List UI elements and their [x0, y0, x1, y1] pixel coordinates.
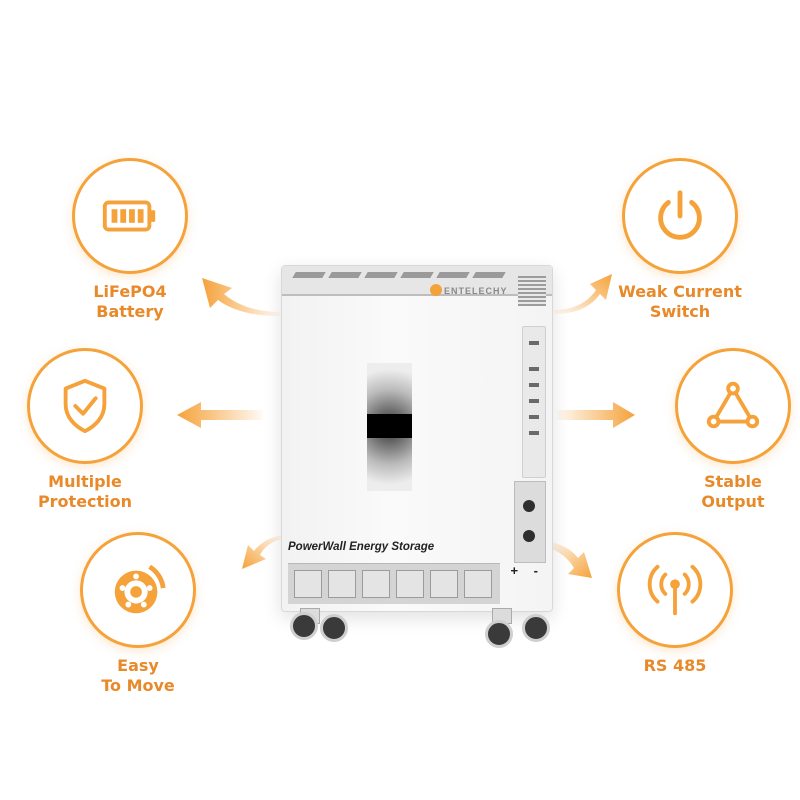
- output-circle: [675, 348, 791, 464]
- feature-rs485: RS 485: [600, 532, 750, 676]
- feature-switch: Weak Current Switch: [605, 158, 755, 322]
- move-circle: [80, 532, 196, 648]
- arrow-rs485-icon: [550, 542, 592, 578]
- power-icon: [658, 190, 702, 240]
- feature-move: Easy To Move: [63, 532, 213, 696]
- caster-wheel: [485, 620, 513, 648]
- rs485-circle: [617, 532, 733, 648]
- info-strip: [288, 563, 500, 604]
- terminal-box: [514, 481, 546, 563]
- model-name: PowerWall Energy Storage: [288, 541, 435, 553]
- display-screen: [367, 414, 412, 438]
- shield-check-icon: [63, 378, 107, 434]
- info-cell: [362, 570, 390, 598]
- indicator: [529, 399, 539, 403]
- arrow-switch-icon: [554, 274, 612, 314]
- info-cell: [328, 570, 356, 598]
- arrow-move-icon: [242, 535, 282, 569]
- terminal-polarity: + -: [510, 563, 544, 578]
- feature-move-label: Easy To Move: [101, 656, 175, 695]
- protection-circle: [27, 348, 143, 464]
- vent-slot: [328, 272, 362, 278]
- side-grille: [518, 276, 546, 306]
- switch-circle: [622, 158, 738, 274]
- terminal-negative: [523, 530, 535, 542]
- caster-wheel: [320, 614, 348, 642]
- wheel-icon: [114, 564, 166, 614]
- feature-rs485-label: RS 485: [643, 656, 707, 675]
- feature-protection: Multiple Protection: [10, 348, 160, 512]
- feature-battery: LiFePO4 Battery: [55, 158, 205, 322]
- vent-slot: [292, 272, 326, 278]
- feature-battery-label: LiFePO4 Battery: [93, 282, 167, 321]
- feature-output: Stable Output: [658, 348, 800, 512]
- indicator: [529, 383, 539, 387]
- antenna-icon: [647, 564, 703, 616]
- info-cell: [294, 570, 322, 598]
- battery-icon: [102, 200, 156, 232]
- vent-slot: [472, 272, 506, 278]
- indicator: [529, 341, 539, 345]
- top-band: [282, 266, 552, 296]
- brand-name: ENTELECHY: [444, 286, 508, 296]
- triangle-icon: [706, 381, 760, 429]
- feature-protection-label: Multiple Protection: [37, 472, 133, 511]
- brand-logo-icon: [430, 284, 442, 296]
- arrow-protection-icon: [177, 402, 263, 428]
- vent-slot: [400, 272, 434, 278]
- info-cell: [464, 570, 492, 598]
- info-cell: [396, 570, 424, 598]
- control-panel: [522, 326, 546, 478]
- caster-wheel: [522, 614, 550, 642]
- indicator: [529, 431, 539, 435]
- vent-slot: [364, 272, 398, 278]
- terminal-positive: [523, 500, 535, 512]
- feature-output-label: Stable Output: [701, 472, 765, 511]
- powerwall-unit: ENTELECHY + - PowerWall Energy Storage: [281, 265, 553, 612]
- feature-switch-label: Weak Current Switch: [618, 282, 742, 321]
- caster-wheel: [290, 612, 318, 640]
- arrow-output-icon: [557, 402, 635, 428]
- indicator: [529, 415, 539, 419]
- vent-slot: [436, 272, 470, 278]
- arrow-battery-icon: [202, 278, 280, 316]
- info-cell: [430, 570, 458, 598]
- battery-circle: [72, 158, 188, 274]
- indicator: [529, 367, 539, 371]
